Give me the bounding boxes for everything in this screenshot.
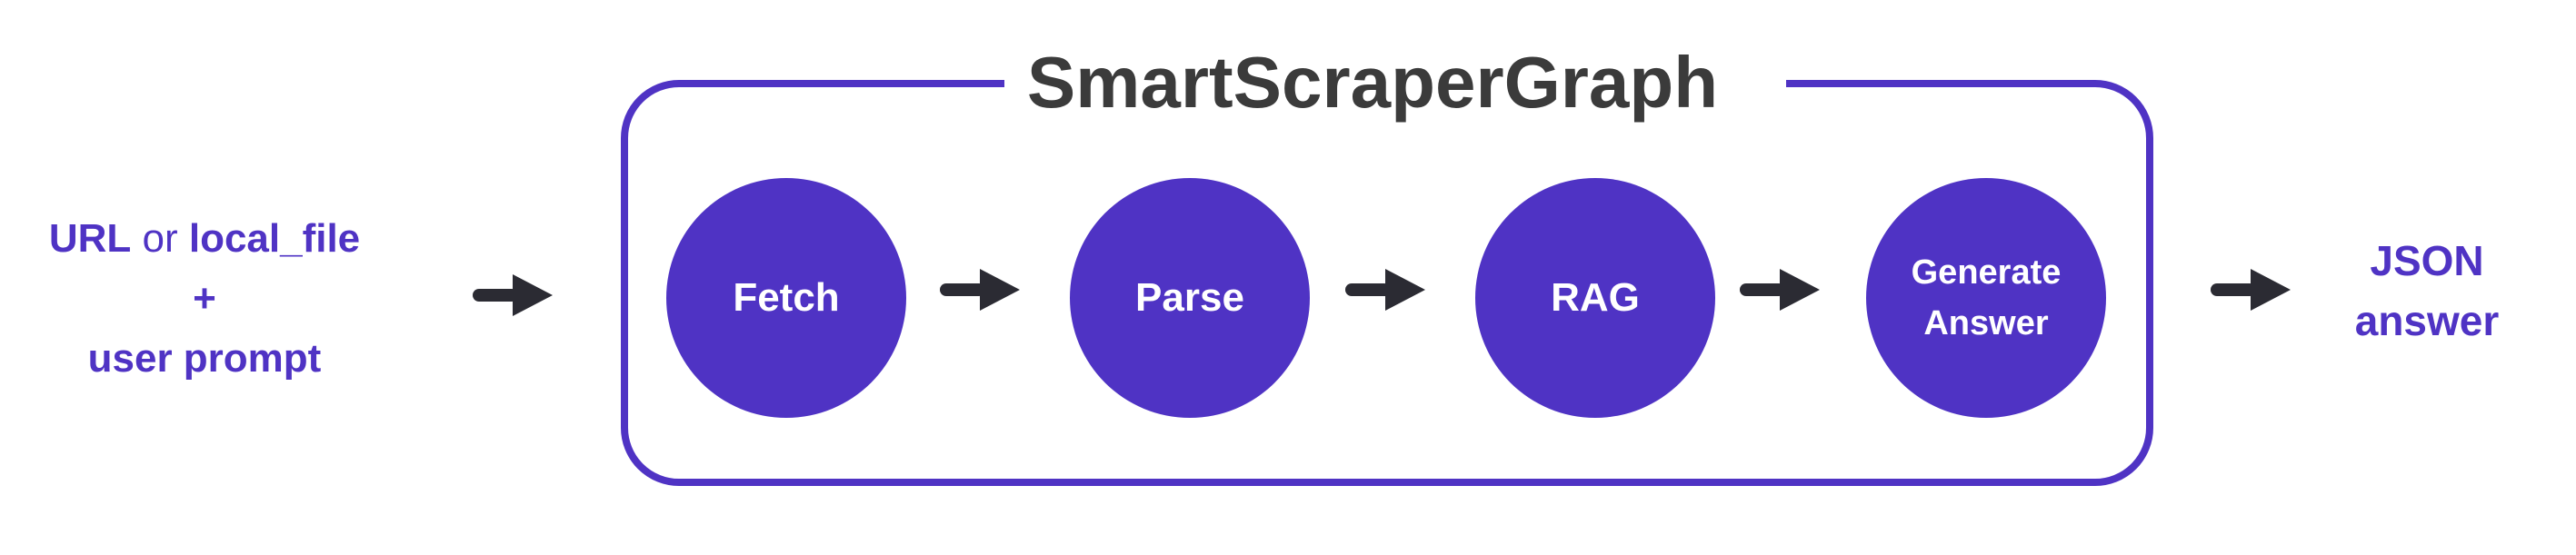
arrow-right-icon	[1345, 269, 1425, 311]
input-local-file-text: local_file	[188, 216, 361, 261]
arrow-right-icon	[2211, 269, 2291, 311]
node-fetch: Fetch	[666, 178, 906, 418]
arrow-right-icon	[473, 274, 553, 316]
input-or-text: or	[131, 216, 189, 261]
input-label: URL or local_file + user prompt	[27, 209, 382, 389]
node-generate-answer: Generate Answer	[1866, 178, 2106, 418]
node-parse: Parse	[1070, 178, 1310, 418]
output-json: JSON	[2370, 237, 2484, 284]
node-rag-label: RAG	[1551, 275, 1640, 320]
node-answer-label: Answer	[1923, 304, 2049, 342]
title-gap	[1004, 73, 1786, 94]
input-user-prompt: user prompt	[87, 336, 322, 381]
graph-title: SmartScraperGraph	[1026, 42, 1719, 123]
output-answer: answer	[2354, 297, 2500, 344]
node-generate-label: Generate	[1911, 253, 2062, 292]
node-fetch-label: Fetch	[733, 275, 840, 320]
arrow-right-icon	[1740, 269, 1820, 311]
node-rag: RAG	[1475, 178, 1715, 418]
input-url-text: URL	[48, 216, 132, 261]
arrow-right-icon	[940, 269, 1020, 311]
input-plus: +	[193, 276, 216, 321]
output-label: JSON answer	[2327, 231, 2527, 351]
input-line-1: URL or local_file	[27, 209, 382, 269]
node-parse-label: Parse	[1135, 275, 1244, 320]
